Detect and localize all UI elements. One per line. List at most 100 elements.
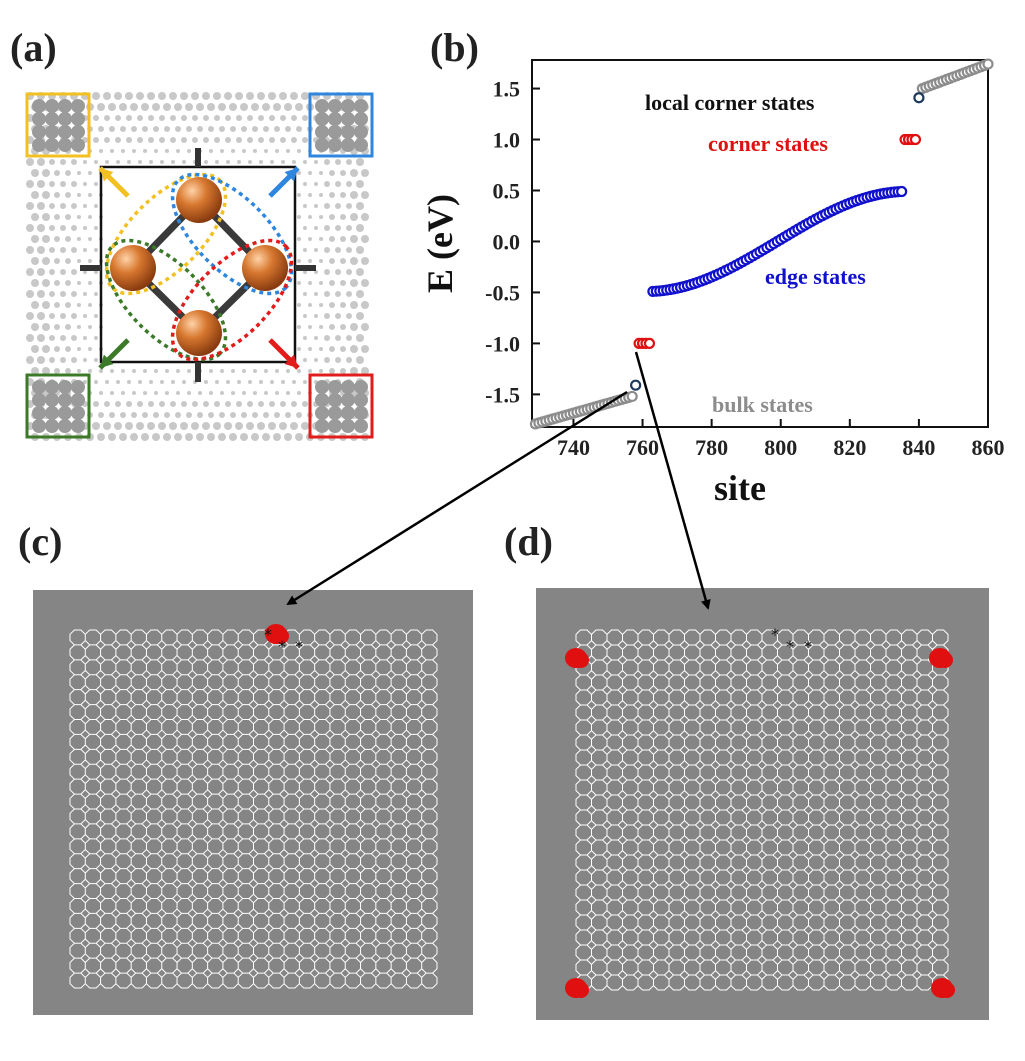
lattice-dot [147, 92, 155, 100]
lattice-dot [170, 137, 176, 143]
lattice-dot [71, 357, 77, 363]
lattice-dot [301, 422, 309, 430]
lattice-dot [141, 433, 149, 441]
lattice-dot [253, 369, 257, 373]
lattice-dot [270, 160, 274, 164]
lattice-dot [88, 237, 92, 241]
lattice-dot [83, 358, 87, 362]
lattice-dot [246, 422, 254, 430]
lattice-dot [164, 412, 170, 418]
lattice-dot [204, 160, 208, 164]
lattice-dot [350, 169, 358, 177]
corner-box-dot [45, 125, 59, 139]
lattice-dot [42, 301, 50, 309]
lattice-dot [214, 401, 220, 407]
chart-annotation: local corner states [645, 90, 815, 115]
corner-box-dot [315, 138, 329, 152]
lattice-dot [137, 137, 143, 143]
lattice-dot [335, 181, 341, 187]
lattice-dot [176, 149, 180, 153]
lattice-dot [251, 103, 259, 111]
lattice-dot [329, 368, 335, 374]
lattice-dot [154, 369, 158, 373]
lattice-dot [251, 433, 259, 441]
lattice-dot [273, 103, 281, 111]
lattice-dot [207, 103, 215, 111]
lattice-dot [209, 149, 213, 153]
lattice-dot [159, 401, 165, 407]
lattice-dot [297, 259, 301, 263]
corner-box-dot [45, 99, 59, 113]
lattice-dot [242, 149, 246, 153]
lattice-dot [31, 279, 39, 287]
lattice-dot [269, 115, 275, 121]
lattice-dot [220, 369, 224, 373]
lattice-dot [149, 380, 153, 384]
chart-annotation: corner states [708, 131, 828, 156]
lattice-dot [202, 92, 210, 100]
lattice-dot [220, 149, 224, 153]
y-tick-label: -0.5 [485, 280, 520, 305]
lattice-dot [126, 137, 132, 143]
lattice-dot [192, 115, 198, 121]
lattice-dot [148, 401, 154, 407]
y-tick-label: -1.0 [485, 331, 520, 356]
lattice-dot [171, 380, 175, 384]
lattice-dot [131, 126, 137, 132]
corner-box-dot [341, 138, 355, 152]
lattice-dot [308, 347, 312, 351]
lattice-dot [241, 126, 247, 132]
lattice-dot [329, 214, 335, 220]
lattice-dot [191, 92, 199, 100]
corner-box-dot [32, 393, 46, 407]
lattice-dot [49, 159, 55, 165]
lattice-dot [26, 312, 34, 320]
lattice-dot [174, 433, 182, 441]
lattice-dot [77, 369, 81, 373]
lattice-dot [236, 137, 242, 143]
lattice-dot [94, 336, 98, 340]
lattice-dot [340, 214, 346, 220]
orbit-ellipse [170, 238, 294, 362]
lattice-dot [180, 92, 188, 100]
lattice-dot [308, 259, 312, 263]
lattice-dot [248, 160, 252, 164]
lattice-dot [165, 391, 169, 395]
corner-box-dot [32, 99, 46, 113]
lattice-dot [77, 259, 81, 263]
lattice-dot [175, 126, 181, 132]
lattice-dot [350, 257, 358, 265]
lattice-dot [163, 103, 171, 111]
lattice-dot [297, 303, 301, 307]
lattice-dot [94, 204, 98, 208]
x-tick-label: 820 [833, 435, 866, 460]
lattice-dot [235, 422, 243, 430]
lattice-dot [141, 103, 149, 111]
unit-cell-ticks [80, 148, 316, 382]
lattice-dot [290, 92, 298, 100]
lattice-dot [258, 137, 264, 143]
corner-box-dot [328, 138, 342, 152]
chart-annotation: bulk states [712, 392, 813, 417]
lattice-dot [361, 367, 369, 375]
lattice-dot [324, 181, 330, 187]
lattice-dot [253, 149, 257, 153]
defect-marker: * [295, 637, 303, 656]
lattice-dot [170, 115, 176, 121]
data-points [529, 58, 994, 430]
lattice-dot [335, 269, 341, 275]
lattice-dot [286, 391, 290, 395]
lattice-dot [286, 369, 290, 373]
state-density-blob [937, 652, 953, 668]
lattice-dot [248, 380, 252, 384]
lattice-dot [361, 279, 369, 287]
lattice-dot [60, 203, 66, 209]
lattice-dot [42, 213, 50, 221]
lattice-dot [137, 401, 143, 407]
corner-box-dot [315, 380, 329, 394]
lattice-dot [308, 215, 312, 219]
lattice-dot [209, 391, 213, 395]
lattice-dot [240, 103, 248, 111]
lattice-dot [182, 160, 186, 164]
